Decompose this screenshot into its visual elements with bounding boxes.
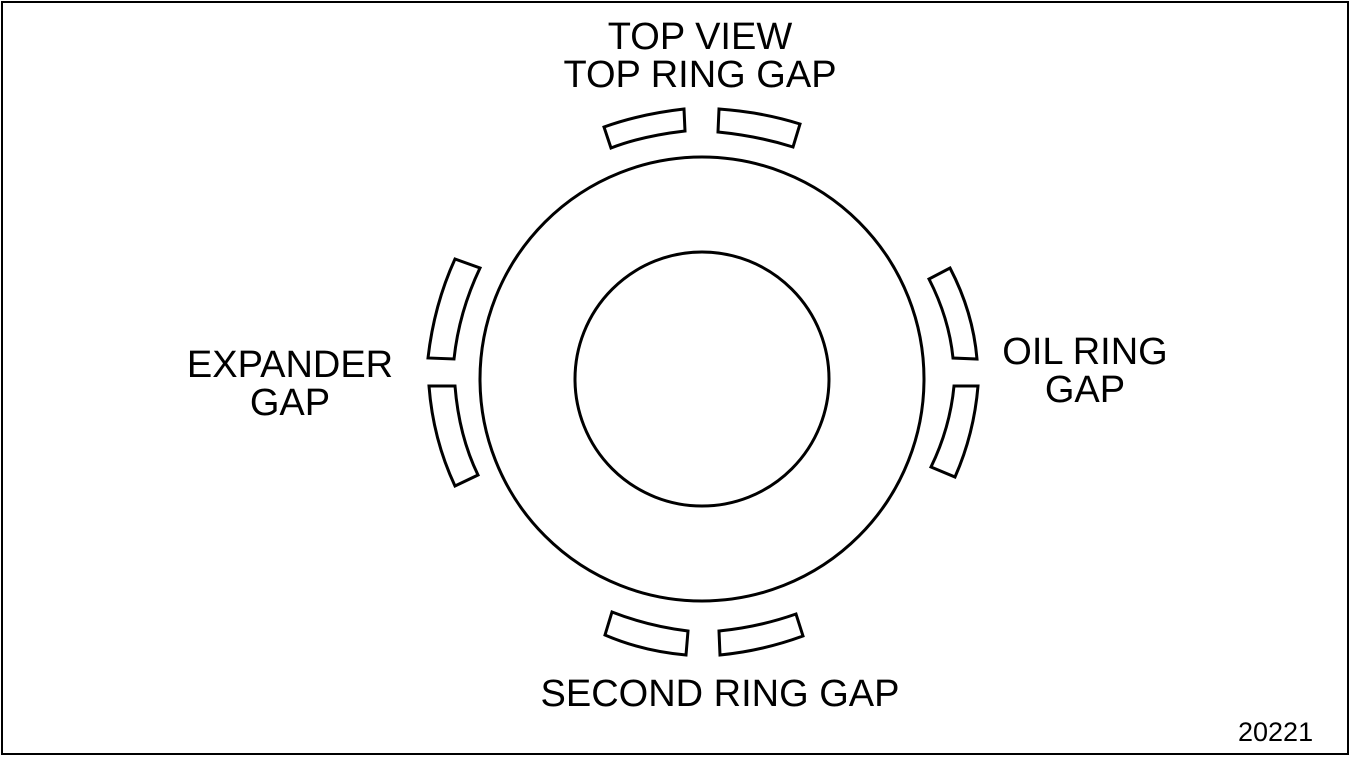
second-ring-gap-left-segment (603, 610, 690, 657)
expander-gap-line1: EXPANDER (186, 344, 394, 386)
second-ring-gap-title: SECOND RING GAP (540, 673, 900, 715)
expander-gap-lower-segment (427, 384, 481, 489)
oil-ring-gap-upper-segment (926, 265, 979, 361)
expander-gap-upper-segment (426, 257, 483, 361)
top-ring-gap-title: TOP RING GAP (563, 54, 837, 96)
figure-number: 20221 (1238, 717, 1314, 747)
piston-inner-circle (573, 250, 831, 508)
oil-ring-gap-lower-segment (928, 384, 980, 479)
second-ring-gap-label: SECOND RING GAP (515, 675, 925, 713)
top-ring-gap-right-segment (716, 107, 802, 149)
second-ring-gap-right-segment (717, 612, 805, 657)
gap-segments (426, 107, 980, 657)
expander-gap-label: EXPANDER GAP (165, 346, 415, 422)
top-ring-gap-left-segment (602, 107, 687, 150)
piston-outer-circle (478, 155, 926, 603)
expander-gap-line2: GAP (249, 382, 331, 424)
top-view-title: TOP VIEW (607, 16, 793, 58)
oil-ring-gap-line2: GAP (1044, 369, 1126, 411)
oil-ring-gap-line1: OIL RING (1002, 331, 1168, 373)
oil-ring-gap-label: OIL RING GAP (985, 333, 1185, 409)
top-view-label: TOP VIEW TOP RING GAP (555, 18, 845, 94)
